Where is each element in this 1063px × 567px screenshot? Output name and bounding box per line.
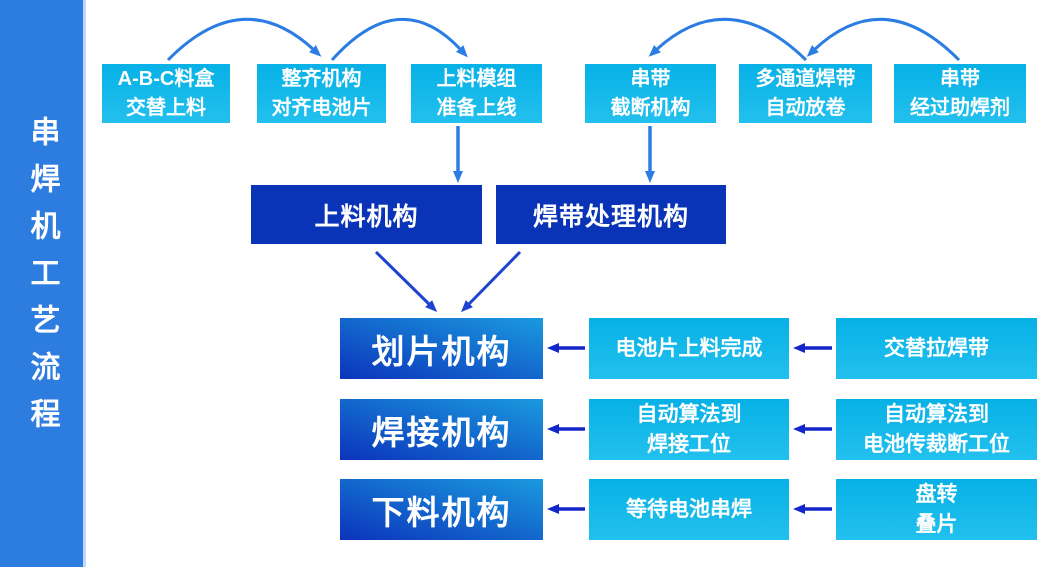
page-title: 串焊机工艺流程 [25, 116, 59, 445]
node-feed-module-ready: 上料模组 准备上线 [411, 64, 542, 123]
sidebar-title-bar: 串焊机工艺流程 [0, 0, 86, 567]
node-ribbon-flux: 串带 经过助焊剂 [894, 64, 1026, 123]
node-ribbon-cutting: 串带 截断机构 [585, 64, 716, 123]
node-align-cells: 整齐机构 对齐电池片 [257, 64, 386, 123]
arc-arrow-box1-to-box2 [166, 18, 322, 62]
node-scribing-mechanism: 划片机构 [340, 318, 543, 379]
node-algorithm-to-welding-station: 自动算法到 焊接工位 [589, 399, 789, 460]
node-multichannel-unwinding: 多通道焊带 自动放卷 [739, 64, 872, 123]
node-welding-mechanism: 焊接机构 [340, 399, 543, 460]
arc-arrow-box6-to-box5 [806, 18, 961, 62]
node-algorithm-to-cutting-station: 自动算法到 电池传裁断工位 [836, 399, 1037, 460]
node-feeding-mechanism: 上料机构 [251, 185, 482, 244]
node-wait-string-welding: 等待电池串焊 [589, 479, 789, 540]
arc-arrow-box5-to-box4 [648, 18, 808, 62]
node-alternate-pull-ribbon: 交替拉焊带 [836, 318, 1037, 379]
node-disc-turn-stacking: 盘转 叠片 [836, 479, 1037, 540]
arrow-feeding-to-scribing [374, 250, 438, 313]
arc-arrow-box2-to-box3 [330, 18, 468, 62]
arrow-ribbonhandling-to-scribing [460, 250, 522, 313]
node-abc-magazine-feed: A-B-C料盒 交替上料 [102, 64, 230, 123]
node-ribbon-handling-mechanism: 焊带处理机构 [496, 185, 726, 244]
node-unloading-mechanism: 下料机构 [340, 479, 543, 540]
node-cell-feed-done: 电池片上料完成 [589, 318, 789, 379]
